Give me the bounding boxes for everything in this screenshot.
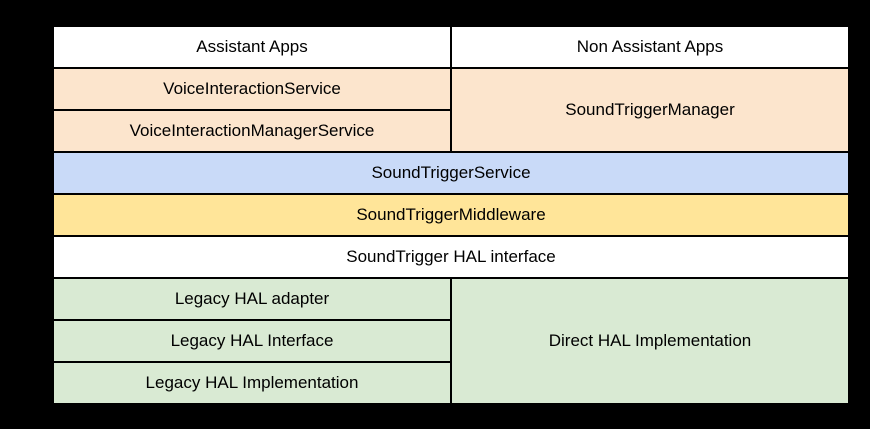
cell-sound-trigger-service: SoundTriggerService — [54, 153, 848, 193]
cell-sound-trigger-middleware: SoundTriggerMiddleware — [54, 195, 848, 235]
cell-legacy-hal-implementation: Legacy HAL Implementation — [54, 363, 450, 403]
cell-voice-interaction-manager-service: VoiceInteractionManagerService — [54, 111, 450, 151]
soundtrigger-stack-diagram: Assistant Apps Non Assistant Apps VoiceI… — [52, 25, 850, 405]
cell-legacy-hal-interface: Legacy HAL Interface — [54, 321, 450, 361]
cell-direct-hal-implementation: Direct HAL Implementation — [452, 279, 848, 403]
cell-assistant-apps: Assistant Apps — [54, 27, 450, 67]
cell-non-assistant-apps: Non Assistant Apps — [452, 27, 848, 67]
cell-sound-trigger-hal-interface: SoundTrigger HAL interface — [54, 237, 848, 277]
cell-voice-interaction-service: VoiceInteractionService — [54, 69, 450, 109]
cell-sound-trigger-manager: SoundTriggerManager — [452, 69, 848, 151]
cell-legacy-hal-adapter: Legacy HAL adapter — [54, 279, 450, 319]
